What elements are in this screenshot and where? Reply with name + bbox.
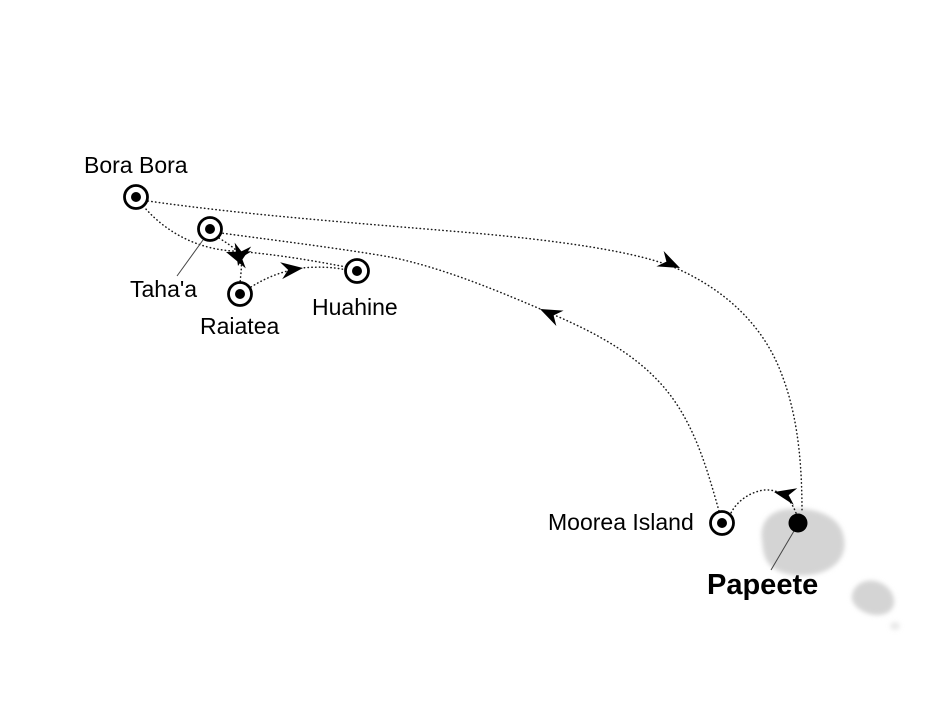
port-label-huahine: Huahine [312, 294, 398, 320]
port-marker-moorea [709, 510, 735, 536]
route-leg-moorea-tahaa [220, 232, 720, 512]
port-label-raiatea: Raiatea [200, 313, 280, 339]
route-leg-raiatea-huahine [250, 266, 347, 288]
route-arrow-to-bora [226, 251, 252, 269]
route-arrow-to-moorea [774, 488, 798, 505]
route-leg-bora-papeete [147, 200, 803, 513]
port-label-bora-bora: Bora Bora [84, 152, 188, 178]
port-marker-tahaa [197, 216, 223, 242]
tahaa-label-pointer [176, 239, 204, 277]
port-marker-huahine [344, 258, 370, 284]
papeete-label-pointer [770, 530, 795, 571]
route-arrow-to-papeete [656, 250, 680, 268]
port-marker-papeete [788, 513, 808, 533]
port-label-papeete: Papeete [707, 569, 819, 601]
route-leg-papeete-moorea [730, 489, 797, 514]
island-shape-tahiti-iti [851, 580, 900, 630]
port-marker-bora-bora [123, 184, 149, 210]
route-arrow-to-tahaa [540, 309, 564, 327]
port-label-tahaa: Taha'a [130, 276, 198, 302]
route-arrow-to-huahine [280, 262, 303, 280]
port-label-moorea-island: Moorea Island [548, 509, 694, 535]
port-marker-raiatea [227, 281, 253, 307]
island-shape-tahiti-nui [761, 508, 845, 576]
route-leg-huahine-bora [144, 207, 347, 268]
